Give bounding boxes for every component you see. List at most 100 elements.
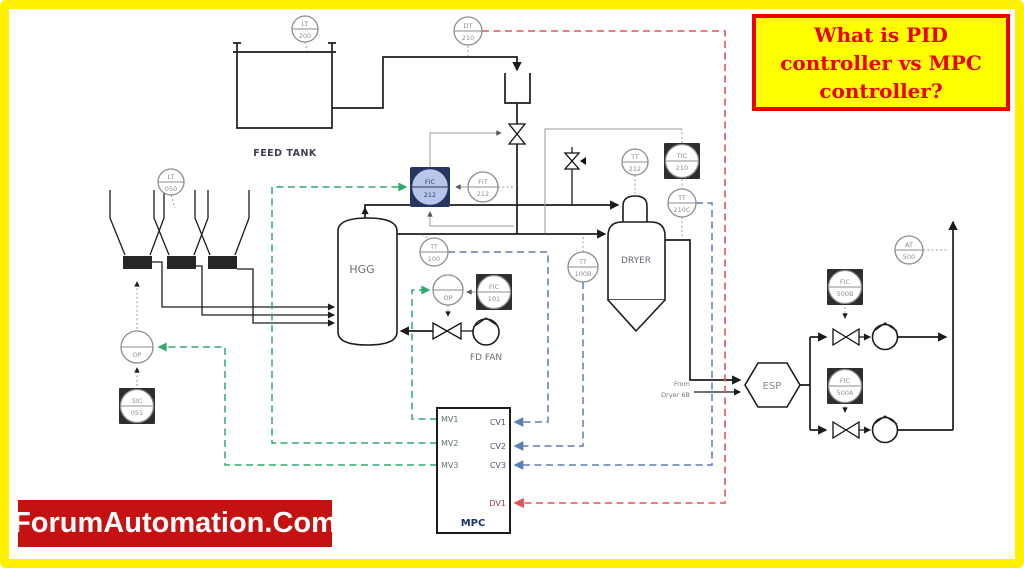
lower-id-fan	[871, 415, 899, 444]
hgg-vessel: HGG	[337, 217, 398, 346]
instrument-fic500b: FIC 500B	[827, 269, 863, 305]
fd-fan: FD FAN	[470, 317, 502, 363]
feed-tank: FEED TANK	[233, 42, 336, 159]
screw-feeder-3	[208, 256, 237, 269]
upper-id-fan	[871, 322, 899, 351]
vent-valve	[563, 152, 581, 170]
svg-text:210C: 210C	[674, 206, 691, 214]
svg-text:SIC: SIC	[132, 397, 143, 405]
svg-text:051: 051	[131, 409, 143, 417]
feeder3-to-hgg	[237, 268, 336, 327]
svg-text:212: 212	[477, 190, 489, 198]
dryer-vessel: DRYER	[607, 195, 666, 333]
cv2-line	[513, 282, 584, 451]
mv1-line	[411, 285, 437, 420]
instrument-lt200: LT 200	[291, 15, 319, 43]
lt200-lead	[304, 41, 308, 52]
svg-text:210: 210	[462, 34, 474, 42]
svg-text:050: 050	[165, 185, 177, 193]
hgg-top-gas-line	[364, 200, 620, 218]
instrument-fit212: FIT 212	[467, 171, 499, 203]
svg-text:OP: OP	[132, 351, 141, 359]
svg-text:FIC: FIC	[425, 178, 436, 186]
instrument-lt050: LT 050	[157, 168, 185, 196]
fd-damper-valve	[432, 321, 462, 341]
instrument-sic051: SIC 051	[119, 388, 155, 424]
feed-chute	[504, 73, 531, 104]
instrument-tic210: TIC 210	[664, 143, 700, 179]
instrument-at500: AT 500	[894, 235, 924, 265]
svg-text:TT: TT	[677, 194, 686, 202]
esp: ESP	[744, 362, 801, 408]
instrument-op-fan: OP	[432, 274, 464, 306]
mv2-line	[271, 182, 437, 444]
feed-hoppers	[109, 190, 250, 269]
svg-text:500: 500	[903, 253, 915, 261]
instrument-op-feeder: OP	[120, 330, 154, 364]
from-dryer-label-1: From	[674, 380, 690, 388]
vent-valve-actuator	[580, 157, 586, 165]
fd-fan-label: FD FAN	[470, 353, 502, 363]
svg-text:TT: TT	[630, 153, 639, 161]
svg-text:TT: TT	[429, 243, 438, 251]
watermark-text: ForumAutomation.Com	[13, 507, 337, 539]
svg-text:212: 212	[629, 165, 641, 173]
feed-control-valve	[507, 123, 527, 145]
svg-text:OP: OP	[443, 294, 452, 302]
screw-feeder-1	[123, 256, 152, 269]
instrument-fic212: FIC 212	[410, 167, 450, 207]
mpc-cv3-label: CV3	[490, 461, 506, 470]
svg-text:FIC: FIC	[840, 377, 851, 385]
lower-branch-valve	[832, 420, 860, 440]
screw-feeder-2	[167, 256, 196, 269]
mpc-label: MPC	[461, 518, 486, 529]
watermark-banner: ForumAutomation.Com	[13, 500, 337, 547]
feeder1-to-hgg	[152, 261, 336, 311]
svg-text:FIT: FIT	[478, 178, 488, 186]
instrument-tt100b: TT 100B	[567, 251, 599, 283]
feeder2-to-hgg	[196, 265, 336, 319]
svg-text:210: 210	[676, 164, 688, 172]
hgg-label: HGG	[349, 263, 374, 276]
esp-label: ESP	[763, 381, 782, 392]
feed-tank-label: FEED TANK	[253, 148, 317, 159]
instrument-fic500a: FIC 500A	[827, 368, 863, 404]
svg-text:TIC: TIC	[676, 152, 688, 160]
title-line-2: controller vs MPC	[780, 50, 982, 75]
svg-text:TT: TT	[578, 258, 587, 266]
dv1-line	[482, 30, 726, 509]
instrument-fic101: FIC 101	[476, 274, 512, 310]
svg-text:212: 212	[424, 191, 436, 199]
svg-text:LT: LT	[168, 173, 175, 181]
svg-text:500A: 500A	[837, 389, 854, 397]
from-dryer-label-2: Dryer 6B	[661, 391, 690, 399]
svg-text:FIC: FIC	[840, 278, 851, 286]
title-line-3: controller?	[819, 78, 943, 103]
mv3-line	[157, 342, 437, 466]
mpc-mv1-label: MV1	[441, 415, 458, 424]
svg-text:200: 200	[299, 32, 311, 40]
dryer-outlet-pipe	[665, 239, 742, 385]
svg-text:AT: AT	[905, 241, 913, 249]
cv1-line	[448, 251, 549, 427]
esp-outlet	[800, 337, 811, 430]
svg-text:DT: DT	[464, 22, 473, 30]
svg-text:LT: LT	[302, 20, 309, 28]
mpc-mv2-label: MV2	[441, 439, 458, 448]
fic212-to-valve-signal	[429, 130, 502, 167]
instrument-tt212: TT 212	[621, 148, 649, 176]
instrument-dt210: DT 210	[453, 16, 483, 46]
title-line-1: What is PID	[814, 22, 948, 47]
svg-text:500B: 500B	[837, 290, 854, 298]
lt050-lead	[170, 194, 176, 209]
instrument-tt210c: TT 210C	[667, 188, 697, 218]
instrument-tt100: TT 100	[419, 237, 449, 267]
title-box: What is PID controller vs MPC controller…	[752, 14, 1010, 111]
mpc-dv1-label: DV1	[489, 499, 506, 508]
svg-text:FIC: FIC	[489, 283, 500, 291]
tank-outlet-pipe	[332, 56, 522, 109]
fic212-bottom-signal	[427, 211, 514, 227]
dryer-label: DRYER	[621, 256, 651, 266]
